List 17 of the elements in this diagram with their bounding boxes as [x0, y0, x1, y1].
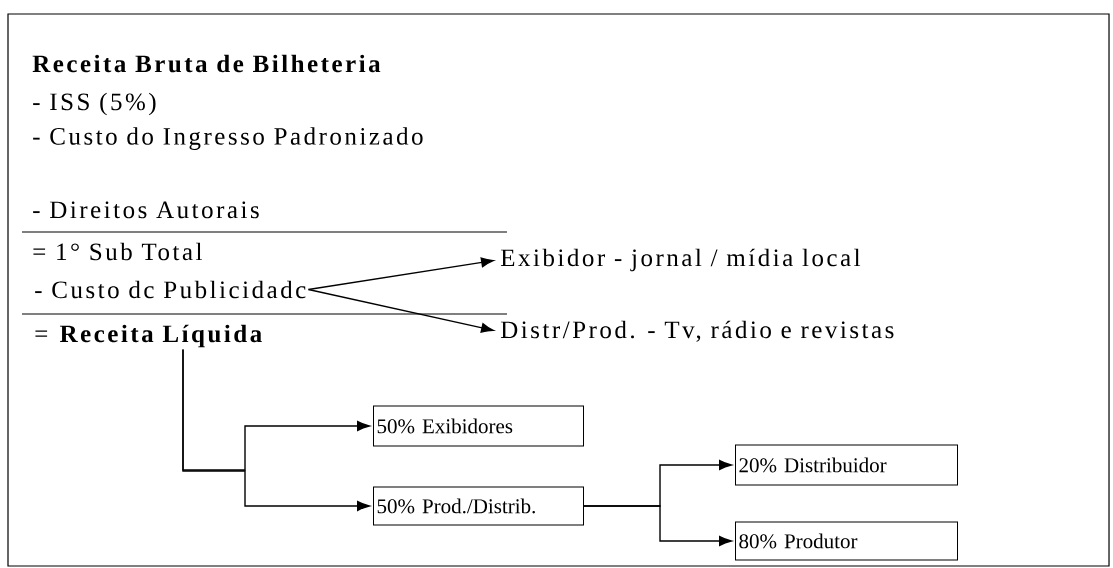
text-line: Exibidor - jornal / mídia local	[500, 248, 861, 272]
text-line: Receita Bruta de Bilheteria	[32, 54, 381, 73]
arrow	[307, 288, 494, 333]
text-line: Distr/Prod. - Tv, rádio e revistas	[500, 320, 894, 342]
arrow	[307, 257, 494, 291]
text-line: - Custo do Ingresso Padronizado	[33, 127, 423, 150]
label-box: 50% Prod./Distrib.	[373, 486, 584, 526]
text-line: = 1° Sub Total	[33, 242, 202, 261]
label-box: 50% Exibidores	[373, 405, 584, 447]
text-line: = Receita Líquida	[35, 324, 262, 348]
text-line: - Direitos Autorais	[33, 201, 259, 219]
text-line: - ISS (5%)	[33, 92, 156, 116]
arrow	[583, 505, 732, 546]
arrow	[182, 348, 370, 511]
label-box: 20% Distribuidor	[735, 444, 958, 486]
label-box: 80% Produtor	[735, 521, 958, 561]
text-line: - Custo dc Publicidadc	[35, 280, 306, 299]
